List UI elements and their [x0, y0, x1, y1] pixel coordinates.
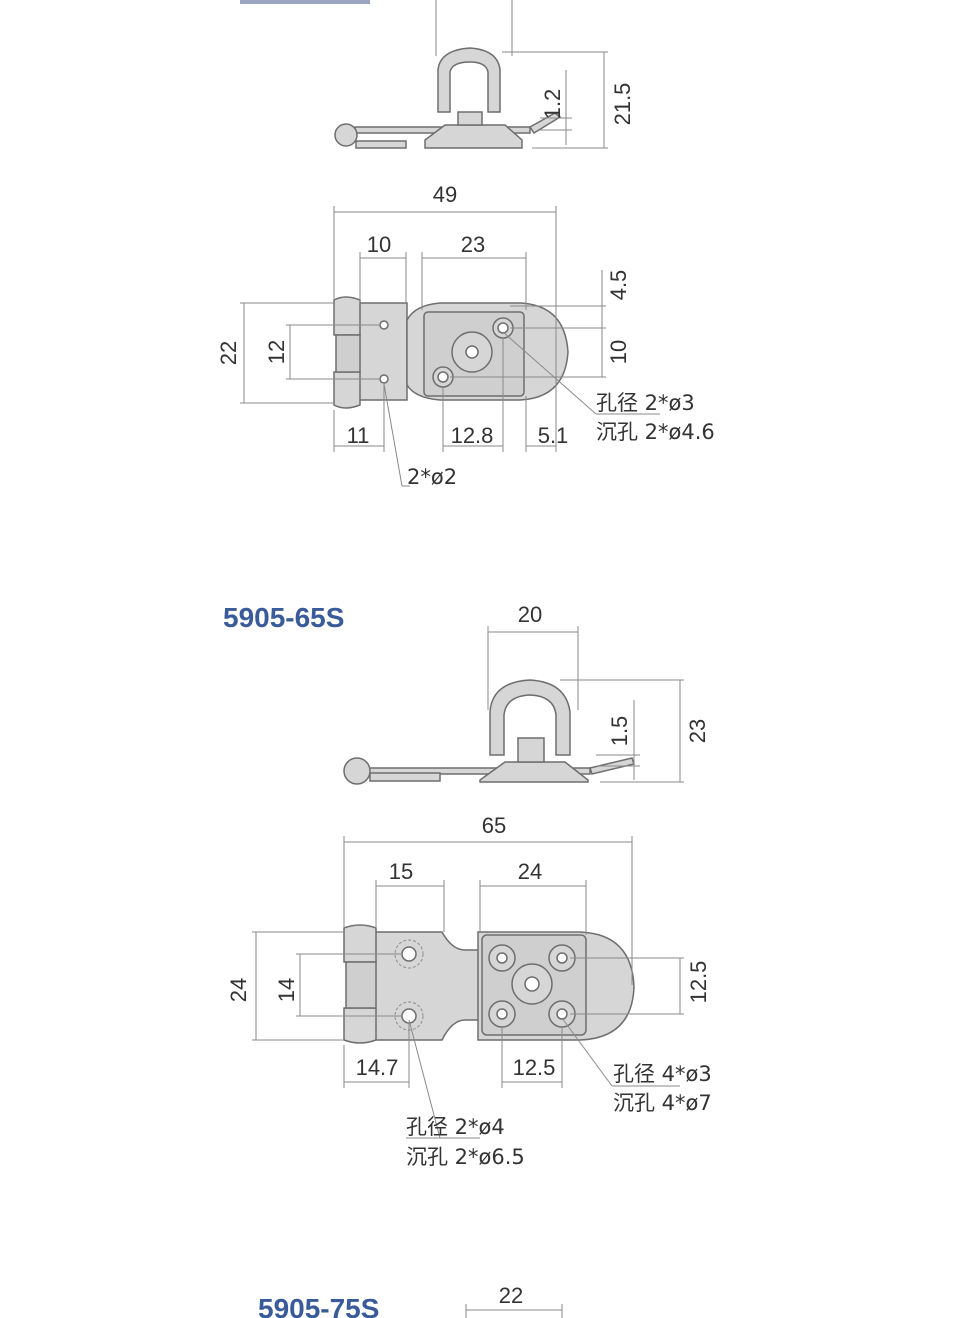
staple-loop	[437, 47, 501, 113]
dim-plate-width: 23	[461, 232, 485, 257]
drawing-1-top-view: 49 10 23 22 12 4.5 10 11	[216, 182, 715, 489]
plate-hole-tr-inner	[556, 952, 568, 964]
hinge-countersink-top	[394, 939, 424, 969]
hinge-knuckle-top	[333, 296, 361, 336]
hinge-pin	[345, 961, 377, 1009]
hinge-knuckle-bottom	[343, 1007, 377, 1044]
latch-knob	[343, 757, 371, 785]
plate-hole-bottom-inner	[437, 371, 449, 383]
drawing-1-side-view: 1.2 21.5	[240, 0, 635, 149]
latch-knob	[334, 123, 358, 147]
dim-side-thickness: 1.2	[540, 89, 565, 120]
hinge-hole-top	[401, 946, 417, 962]
label-hinge-hole-dia: 孔径 2*ø4	[406, 1115, 505, 1139]
dim-hinge-width: 15	[389, 859, 413, 884]
latch-mount-foot	[424, 124, 523, 149]
latch-lower-plate	[369, 772, 441, 782]
hinge-leaf	[355, 302, 408, 401]
dim-side-height: 21.5	[610, 83, 635, 126]
label-hinge-countersink: 沉孔 2*ø6.5	[406, 1145, 525, 1169]
staple-loop	[489, 679, 571, 756]
staple-post	[517, 737, 545, 763]
hinge-hole-bottom	[379, 374, 389, 384]
hinge-pin	[335, 334, 361, 373]
dim-overall-length: 49	[433, 182, 457, 207]
dim-hinge-hole-spacing: 14	[274, 978, 299, 1002]
dim-side-width: 22	[499, 1283, 523, 1308]
label-plate-hole-dia: 孔径 2*ø3	[596, 391, 695, 415]
dim-side-width: 20	[518, 602, 542, 627]
dim-plate-offset: 12.5	[513, 1055, 556, 1080]
label-plate-hole-dia: 孔径 4*ø3	[613, 1062, 712, 1086]
center-hole	[465, 345, 479, 359]
dim-hinge-offset: 14.7	[356, 1055, 399, 1080]
drawing-2-top-view: 65 15 24 24 14 12.5 14.7 12.5	[226, 813, 712, 1169]
dim-plate-hole-spacing: 12.5	[686, 961, 711, 1004]
model-title-3: 5905-75S	[258, 1293, 379, 1318]
staple-post	[457, 111, 483, 126]
label-plate-countersink: 沉孔 4*ø7	[613, 1091, 712, 1115]
dim-offset-top: 4.5	[606, 270, 631, 301]
latch-lower-plate	[355, 140, 407, 149]
dim-hinge-offset: 11	[347, 423, 370, 448]
label-plate-countersink: 沉孔 2*ø4.6	[596, 420, 715, 444]
plate-hole-bl-inner	[496, 1008, 508, 1020]
plate-hole-br-inner	[556, 1008, 568, 1020]
model-title-2: 5905-65S	[223, 602, 344, 633]
dim-overall-width: 22	[216, 341, 241, 365]
latch-mount-foot	[479, 761, 589, 783]
dim-side-thickness: 1.5	[607, 716, 632, 747]
dim-side-height: 23	[685, 719, 710, 743]
dim-plate-offset: 12.8	[451, 423, 494, 448]
hinge-knuckle-bottom	[333, 371, 361, 409]
dim-overall-width: 24	[226, 978, 251, 1002]
dim-plate-width: 24	[518, 859, 542, 884]
plate-hole-top-inner	[497, 322, 509, 334]
dim-plate-hole-spacing: 10	[606, 340, 631, 364]
cropped-model-label	[240, 0, 370, 4]
hinge-hole-top	[379, 320, 389, 330]
drawing-3-side-view: 22	[465, 1283, 563, 1318]
dim-hinge-width: 10	[367, 232, 391, 257]
dim-end-offset: 5.1	[538, 423, 569, 448]
drawing-2-side-view: 20 23 1.5	[343, 602, 710, 785]
dim-overall-length: 65	[482, 813, 506, 838]
plate-hole-tl-inner	[496, 952, 508, 964]
center-hole	[524, 976, 540, 992]
label-hinge-holes: 2*ø2	[407, 465, 457, 489]
hinge-knuckle-top	[343, 924, 377, 963]
hinge-leaf	[369, 931, 481, 1041]
dim-hinge-hole-spacing: 12	[264, 340, 289, 364]
